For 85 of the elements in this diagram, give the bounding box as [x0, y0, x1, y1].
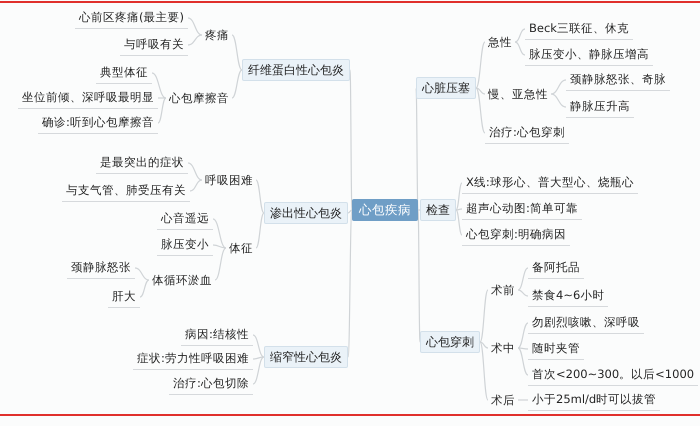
underlined-text: 脉压变小、静脉压增高: [525, 44, 653, 66]
connector-line: [417, 210, 421, 342]
connector-line: [480, 342, 488, 400]
subtopic-text: 术后: [488, 390, 518, 410]
connector-line: [518, 267, 528, 291]
underlined-text: X线:球形心、普大型心、烧瓶心: [462, 172, 638, 194]
subtopic-text: 体征: [226, 238, 256, 258]
connector-line: [480, 290, 488, 342]
connector-line: [256, 180, 264, 214]
underlined-text: 症状:劳力性呼吸困难: [133, 348, 253, 370]
connector-line: [476, 88, 486, 134]
connector-line: [188, 162, 202, 181]
connector-line: [514, 28, 526, 43]
underlined-text: 超声心动图:简单可靠: [462, 198, 582, 220]
connector-line: [188, 17, 202, 36]
underlined-text: 病因:结核性: [181, 324, 253, 346]
connector-line: [347, 210, 353, 358]
underlined-text: 坐位前倾、深呼吸最明显: [18, 87, 158, 109]
branch-box: 缩窄性心包炎: [264, 346, 348, 368]
connector-line: [252, 356, 264, 360]
connector-line: [550, 93, 566, 108]
underlined-text: 首次<200~300。以后<1000: [528, 364, 698, 386]
connector-line: [456, 210, 462, 236]
subtopic-text: 心包摩擦音: [166, 88, 232, 108]
underlined-text: 心包穿刺:明确病因: [462, 224, 570, 246]
connector-line: [214, 247, 226, 281]
connector-line: [212, 244, 226, 249]
connector-line: [518, 347, 528, 376]
underlined-text: 确诊:听到心包摩擦音: [38, 112, 158, 134]
branch-box: 渗出性心包炎: [264, 202, 348, 224]
connector-line: [134, 267, 150, 281]
underlined-text: 肝大: [108, 286, 140, 308]
underlined-text: 禁食4~6小时: [528, 285, 608, 307]
connector-line: [514, 41, 526, 56]
subtopic-text: 疼痛: [202, 25, 232, 45]
connector-line: [158, 98, 166, 124]
connector-line: [518, 347, 528, 350]
connector-line: [256, 212, 264, 248]
connector-line: [518, 289, 528, 297]
connector-line: [480, 341, 488, 349]
connector-line: [518, 322, 528, 349]
connector-line: [152, 72, 166, 99]
connector-line: [232, 69, 242, 99]
subtopic-text: 体循环淤血: [149, 270, 215, 290]
connector-line: [456, 182, 462, 210]
subtopic-text: 急性: [485, 32, 515, 52]
subtopic-text: 术前: [488, 280, 518, 300]
connector-line: [518, 399, 528, 401]
connector-line: [349, 70, 353, 210]
underlined-text: 勿剧烈咳嗽、深呼吸: [528, 312, 644, 334]
branch-box: 检查: [420, 199, 456, 221]
underlined-text: 颈静脉怒张: [67, 257, 135, 279]
underlined-text: 颈静脉怒张、奇脉: [566, 69, 670, 91]
connector-line: [188, 34, 202, 46]
branch-box: 纤维蛋白性心包炎: [242, 59, 350, 81]
underlined-text: 与支气管、肺受压有关: [62, 180, 190, 202]
connector-line: [252, 334, 264, 358]
branch-box: 心脏压塞: [416, 77, 476, 99]
topic-box: 心包疾病: [352, 199, 418, 221]
underlined-text: 随时夹管: [528, 338, 584, 360]
subtopic-text: 慢、亚急性: [485, 84, 551, 104]
underlined-text: 脉压变小: [157, 234, 213, 256]
connector-line: [476, 42, 486, 88]
subtopic-text: 呼吸困难: [202, 170, 256, 190]
underlined-text: 典型体征: [96, 62, 152, 84]
underlined-text: 治疗:心包切除: [169, 373, 253, 395]
underlined-text: 静脉压升高: [566, 96, 634, 118]
connector-line: [190, 179, 202, 192]
underlined-text: 备阿托品: [528, 257, 584, 279]
connector-line: [550, 79, 566, 95]
connector-line: [252, 356, 264, 385]
connector-line: [476, 87, 486, 95]
underlined-text: Beck三联征、休克: [525, 18, 633, 40]
connector-line: [232, 34, 242, 70]
underlined-text: 小于25ml/d时可以拔管: [528, 389, 660, 411]
subtopic-text: 术中: [488, 338, 518, 358]
connector-line: [140, 279, 150, 298]
underlined-text: 心前区疼痛(最主要): [75, 7, 188, 29]
underlined-text: 治疗:心包穿刺: [485, 122, 569, 144]
underlined-text: 是最突出的症状: [96, 152, 188, 174]
underlined-text: 与呼吸有关: [120, 34, 188, 56]
connector-line: [212, 218, 226, 249]
underlined-text: 心音遥远: [157, 208, 213, 230]
connector-line: [158, 97, 166, 99]
branch-box: 心包穿刺: [420, 331, 480, 353]
